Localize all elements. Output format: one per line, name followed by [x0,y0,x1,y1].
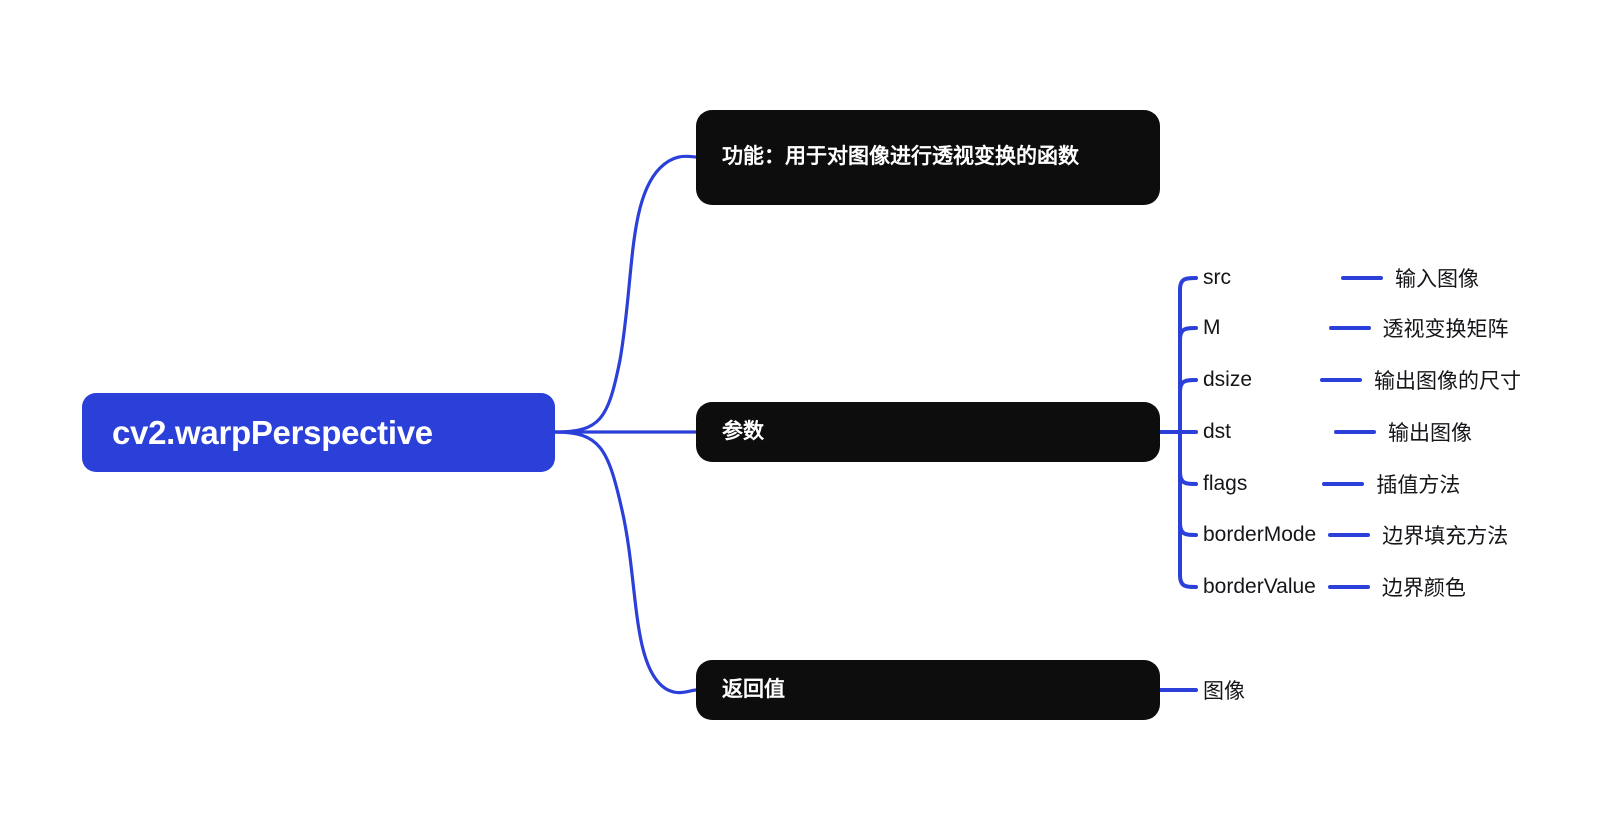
param-name-flags: flags [1203,472,1248,495]
branch-node-feature[interactable]: 功能：用于对图像进行透视变换的函数 [696,110,1160,205]
param-dash-icon [1328,326,1371,330]
param-desc-m: 透视变换矩阵 [1382,318,1509,341]
param-name-src: src [1203,266,1231,289]
return-leaf-label: 图像 [1203,680,1245,703]
edge-root-to-return [553,430,698,695]
root-node[interactable]: cv2.warpPerspective [82,393,555,472]
branch-node-feature-label: 功能：用于对图像进行透视变换的函数 [722,145,1079,169]
elbow-dsize [1178,378,1198,394]
param-row-bordervalue[interactable]: borderValue 边界颜色 [1203,572,1466,602]
param-desc-src: 输入图像 [1395,268,1479,291]
elbow-bordermode [1178,521,1198,537]
param-desc-bordervalue: 边界颜色 [1381,577,1466,600]
param-desc-dst: 输出图像 [1388,422,1473,445]
param-dash-icon [1334,430,1377,434]
param-desc-bordermode: 边界填充方法 [1382,525,1509,548]
param-dash-icon [1322,482,1365,486]
param-dash-icon [1341,276,1383,280]
param-dash-icon [1327,585,1370,589]
param-row-m[interactable]: M 透视变换矩阵 [1203,313,1509,343]
param-name-dsize: dsize [1203,368,1253,391]
branch-node-params[interactable]: 参数 [696,402,1160,462]
root-node-label: cv2.warpPerspective [112,413,433,451]
elbow-m [1178,326,1198,342]
branch-node-return[interactable]: 返回值 [696,660,1160,720]
param-name-bordervalue: borderValue [1203,575,1316,598]
edge-root-to-feature [553,154,698,434]
branch-node-params-label: 参数 [722,419,764,443]
param-row-bordermode[interactable]: borderMode 边界填充方法 [1203,520,1508,550]
param-row-dst[interactable]: dst 输出图像 [1203,417,1472,447]
elbow-flags [1178,470,1198,486]
branch-node-return-label: 返回值 [722,677,785,701]
elbow-src [1178,276,1198,292]
param-name-dst: dst [1203,420,1232,443]
param-name-m: M [1203,316,1221,339]
param-dash-icon [1320,378,1363,382]
param-name-bordermode: borderMode [1203,523,1317,546]
param-desc-dsize: 输出图像的尺寸 [1374,370,1522,393]
elbow-bordervalue [1178,573,1198,589]
return-leaf-image[interactable]: 图像 [1203,675,1245,705]
param-dash-icon [1328,533,1371,537]
param-row-src[interactable]: src 输入图像 [1203,263,1479,293]
param-row-dsize[interactable]: dsize 输出图像的尺寸 [1203,365,1521,395]
param-row-flags[interactable]: flags 插值方法 [1203,469,1460,499]
param-desc-flags: 插值方法 [1376,474,1461,497]
